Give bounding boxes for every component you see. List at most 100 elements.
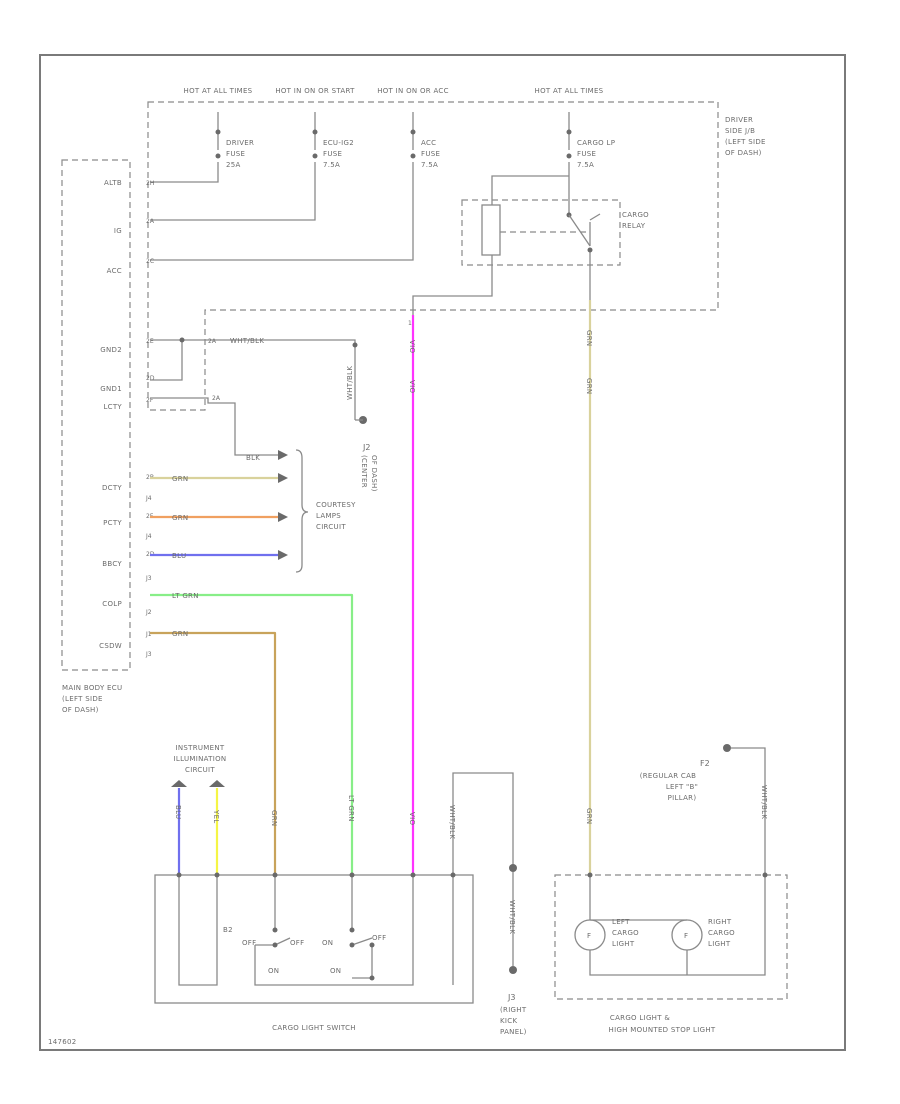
fuse-2-rating: 7.5A [323, 161, 340, 169]
pin-pcty: PCTY [103, 519, 122, 527]
gnd-wire-label: WHT/BLK [230, 337, 264, 345]
hot-label-2: HOT IN ON OR START [275, 87, 355, 95]
conn-pcty: 2F [146, 513, 154, 520]
jb-label-3: (LEFT SIDE [725, 138, 766, 146]
pink-label-low: VIO [408, 812, 416, 825]
assembly-label-1: CARGO LIGHT & [610, 1014, 670, 1022]
csdw-wire-label: GRN [172, 630, 188, 638]
lcty-wire: 2A BLK [150, 395, 288, 462]
pink-top-pin: 1 [408, 320, 412, 327]
f2-label-1: (REGULAR CAB [640, 772, 697, 780]
fuse-2-name: ECU-IG2 [323, 139, 354, 147]
dcty-wire-label: GRN [172, 475, 188, 483]
colp-wire-label: LT GRN [172, 592, 199, 600]
right-lamp-glyph: F [684, 932, 688, 940]
pin-acc: ACC [107, 267, 122, 275]
fuse-driver: DRIVER FUSE 25A [150, 112, 254, 183]
colp-v-label: LT GRN [347, 795, 355, 822]
f2-label-2: LEFT "B" [666, 783, 698, 791]
switch-off-3: OFF [372, 934, 386, 942]
courtesy-label-3: CIRCUIT [316, 523, 346, 531]
j3-label-1: (RIGHT [500, 1006, 527, 1014]
left-light-2: CARGO [612, 929, 639, 937]
cargo-light-switch: B2 OFF ON OFF ON ON OFF CARGO LIGHT SWIT… [154, 874, 474, 1032]
pin-dcty: DCTY [102, 484, 122, 492]
pin-gnd1: GND1 [100, 385, 122, 393]
j2-label-1: (CENTER [360, 455, 368, 488]
switch-on-1: ON [268, 967, 279, 975]
switch-ground: WHT/BLK WHT/BLK J3 (RIGHT KICK PANEL) [448, 772, 527, 1036]
jb-label-4: OF DASH) [725, 149, 762, 157]
conn-lcty: 2F [146, 397, 154, 404]
hot-label-3: HOT IN ON OR ACC [377, 87, 449, 95]
conn-j3a: J3 [145, 575, 152, 582]
switch-off-2: OFF [290, 939, 304, 947]
ill-yellow-label: YEL [212, 809, 220, 824]
conn-j4a: J4 [145, 495, 152, 502]
yellow-label-low: GRN [585, 808, 593, 824]
j3-label-2: KICK [500, 1017, 517, 1025]
f2-ground: F2 (REGULAR CAB LEFT "B" PILLAR) WHT/BLK [640, 744, 768, 875]
courtesy-wires: GRN GRN BLU COURTESY LAMPS CIRCUIT [150, 449, 356, 573]
cargo-relay: CARGO RELAY [412, 175, 649, 315]
switch-label: CARGO LIGHT SWITCH [272, 1024, 356, 1032]
fuse-4-rating: 7.5A [577, 161, 594, 169]
left-light-1: LEFT [612, 918, 630, 926]
right-light-1: RIGHT [708, 918, 732, 926]
j3-label-3: PANEL) [500, 1028, 527, 1036]
ill-label-3: CIRCUIT [185, 766, 215, 774]
jb-label-1: DRIVER [725, 116, 753, 124]
fuse-ecu-ig2: ECU-IG2 FUSE 7.5A [150, 112, 354, 221]
fuse-cargo-lp: CARGO LP FUSE 7.5A [566, 112, 615, 218]
j2-label-2: OF DASH) [370, 455, 378, 492]
hot-label-1: HOT AT ALL TIMES [184, 87, 253, 95]
fuse-1-name: DRIVER [226, 139, 254, 147]
pin-lcty: LCTY [103, 403, 122, 411]
csdw-wire: GRN GRN [150, 630, 278, 875]
f2-label-3: PILLAR) [668, 794, 697, 802]
pin-ig: IG [114, 227, 122, 235]
switch-on-left: ON [322, 939, 333, 947]
illumination-circuit: INSTRUMENT ILLUMINATION CIRCUIT BLU YEL [171, 744, 226, 875]
pink-wire: 1 VIO VIO VIO [408, 315, 416, 875]
yellow-label-top: GRN [585, 330, 593, 346]
csdw-v-label: GRN [270, 810, 278, 826]
yellow-wire: GRN GRN GRN [585, 300, 593, 875]
assembly-label-2: HIGH MOUNTED STOP LIGHT [609, 1026, 716, 1034]
pink-label-top: VIO [408, 340, 416, 353]
jb-label-2: SIDE J/B [725, 127, 755, 135]
fuse-4-name: CARGO LP [577, 139, 615, 147]
conn-ig: 2A [146, 218, 155, 225]
colp-wire: LT GRN LT GRN [150, 592, 355, 875]
courtesy-label-1: COURTESY [316, 501, 356, 509]
fuse-3-name: ACC [421, 139, 436, 147]
conn-csdw: J1 [145, 631, 152, 638]
pin-csdw: CSDW [99, 642, 122, 650]
pin-gnd2: GND2 [100, 346, 122, 354]
ecu-label-1: MAIN BODY ECU [62, 684, 122, 692]
relay-label-2: RELAY [622, 222, 646, 230]
ground-wiring: WHT/BLK 2A WHT/BLK J2 (CENTER OF DASH) [150, 337, 378, 492]
fuse-1-rating: 25A [226, 161, 241, 169]
hot-labels: HOT AT ALL TIMES HOT IN ON OR START HOT … [184, 87, 604, 95]
yellow-label-mid: GRN [585, 378, 593, 394]
ill-blue-label: BLU [174, 805, 182, 819]
gnd-drop-label: WHT/BLK [346, 366, 354, 400]
conn-colp: J2 [145, 609, 152, 616]
j3-id: J3 [507, 993, 515, 1002]
gnd-conn-label: 2A [208, 338, 217, 345]
conn-gnd2: 2E [146, 338, 154, 345]
left-lamp-glyph: F [587, 932, 591, 940]
switch-led-label: B2 [223, 926, 233, 934]
wb-switch-label: WHT/BLK [448, 805, 456, 839]
conn-j4b: J4 [145, 533, 152, 540]
f2-id: F2 [700, 759, 710, 768]
hot-label-4: HOT AT ALL TIMES [535, 87, 604, 95]
conn-j3b: J3 [145, 651, 152, 658]
fuse-3-word: FUSE [421, 150, 440, 158]
cargo-light-assembly: F F LEFT CARGO LIGHT RIGHT CARGO LIGHT C… [554, 874, 788, 1034]
courtesy-label-2: LAMPS [316, 512, 341, 520]
right-light-2: CARGO [708, 929, 735, 937]
